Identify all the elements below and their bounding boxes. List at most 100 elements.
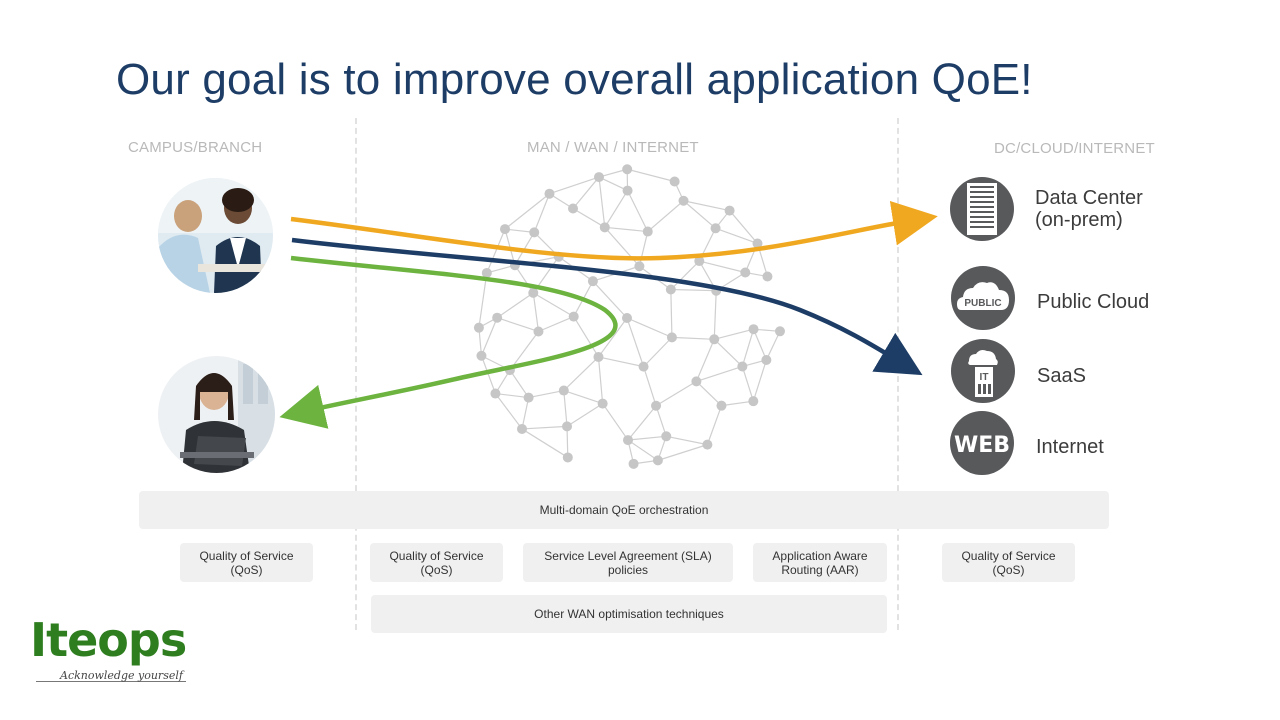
mesh-node: [523, 392, 534, 403]
wan-mesh-globe: [478, 168, 781, 465]
mesh-node: [562, 452, 573, 463]
mesh-link: [626, 317, 673, 338]
mesh-node: [666, 332, 677, 343]
mesh-link: [765, 331, 781, 361]
flow-to-datacenter: [290, 200, 938, 261]
mesh-link: [532, 292, 575, 318]
mesh-link: [721, 400, 754, 407]
mesh-link: [566, 403, 603, 427]
mesh-link: [729, 210, 758, 244]
mesh-node: [568, 311, 579, 322]
mesh-link: [604, 226, 648, 233]
mesh-link: [532, 292, 540, 332]
mesh-node: [691, 376, 702, 387]
qos-dc-box: Quality of Service (QoS): [942, 543, 1075, 582]
mesh-node: [716, 400, 727, 411]
mesh-link: [713, 338, 743, 367]
branch-user-avatar: [158, 356, 275, 473]
mesh-node: [528, 287, 539, 298]
mesh-link: [706, 405, 723, 445]
mesh-node: [709, 334, 720, 345]
mesh-link: [655, 405, 667, 437]
mesh-node: [529, 227, 540, 238]
mesh-link: [752, 359, 767, 402]
mesh-link: [597, 356, 604, 404]
mesh-link: [572, 207, 606, 228]
mesh-node: [473, 322, 484, 333]
mesh-link: [715, 227, 758, 245]
mesh-link: [566, 426, 569, 458]
mesh-link: [521, 425, 568, 430]
section-label-wan: MAN / WAN / INTERNET: [527, 139, 699, 156]
mesh-node: [752, 238, 763, 249]
mesh-link: [486, 228, 506, 274]
datacenter-label: Data Center (on-prem): [1035, 187, 1143, 231]
mesh-node: [597, 398, 608, 409]
flow-to-saas: [291, 237, 923, 376]
mesh-link: [592, 280, 628, 319]
mesh-node: [622, 313, 632, 323]
mesh-link: [627, 168, 675, 183]
mesh-link: [521, 428, 569, 458]
mesh-link: [480, 317, 498, 356]
mesh-link: [480, 355, 496, 394]
mesh-link: [549, 176, 600, 195]
iteops-logo: Iteops: [30, 613, 187, 667]
mesh-link: [504, 193, 550, 230]
flow-branch-to-branch: [279, 255, 618, 429]
qos-wan-box: Quality of Service (QoS): [370, 543, 503, 582]
mesh-link: [478, 272, 488, 328]
mesh-node: [665, 284, 676, 295]
mesh-node: [702, 439, 713, 450]
mesh-node: [748, 396, 759, 407]
public-badge-text: PUBLIC: [964, 298, 1001, 309]
orchestration-bar: Multi-domain QoE orchestration: [139, 491, 1109, 529]
wan-mesh-nodes: [473, 164, 785, 469]
mesh-node: [623, 435, 634, 446]
mesh-link: [683, 200, 716, 229]
mesh-link: [598, 176, 606, 228]
mesh-node: [710, 223, 721, 234]
mesh-link: [627, 190, 649, 232]
mesh-node: [678, 195, 689, 206]
public-cloud-icon: PUBLIC: [951, 266, 1015, 330]
mesh-node: [544, 188, 555, 199]
logo-underline: [36, 681, 186, 682]
mesh-link: [683, 200, 730, 212]
mesh-node: [558, 385, 569, 396]
mesh-link: [666, 435, 708, 446]
mesh-link: [647, 200, 684, 233]
mesh-link: [528, 389, 564, 399]
logo-tagline: Acknowledge yourself: [60, 669, 183, 682]
mesh-node: [638, 361, 649, 372]
mesh-node: [661, 431, 672, 442]
mesh-link: [533, 193, 551, 233]
mesh-link: [670, 289, 673, 338]
mesh-link: [514, 264, 534, 294]
web-badge-text: WEB: [954, 433, 1010, 458]
mesh-link: [573, 316, 599, 358]
mesh-node: [740, 267, 751, 278]
mesh-node: [628, 458, 639, 469]
aar-box: Application Aware Routing (AAR): [753, 543, 887, 582]
mesh-node: [762, 271, 773, 282]
sla-policies-box: Service Level Agreement (SLA) policies: [523, 543, 733, 582]
wan-optimisation-box: Other WAN optimisation techniques: [371, 595, 887, 633]
it-badge-text: IT: [980, 372, 989, 383]
mesh-node: [652, 455, 663, 466]
mesh-node: [599, 222, 610, 233]
mesh-node: [748, 324, 759, 335]
section-label-dc: DC/CLOUD/INTERNET: [994, 140, 1155, 157]
mesh-node: [476, 350, 487, 361]
mesh-link: [602, 403, 629, 441]
mesh-link: [638, 231, 649, 267]
mesh-node: [622, 164, 633, 175]
section-label-campus: CAMPUS/BRANCH: [128, 139, 263, 156]
mesh-node: [694, 256, 705, 267]
mesh-link: [713, 290, 717, 340]
mesh-link: [670, 260, 700, 290]
mesh-node: [593, 351, 604, 362]
mesh-link: [699, 260, 746, 274]
mesh-node: [622, 185, 633, 196]
